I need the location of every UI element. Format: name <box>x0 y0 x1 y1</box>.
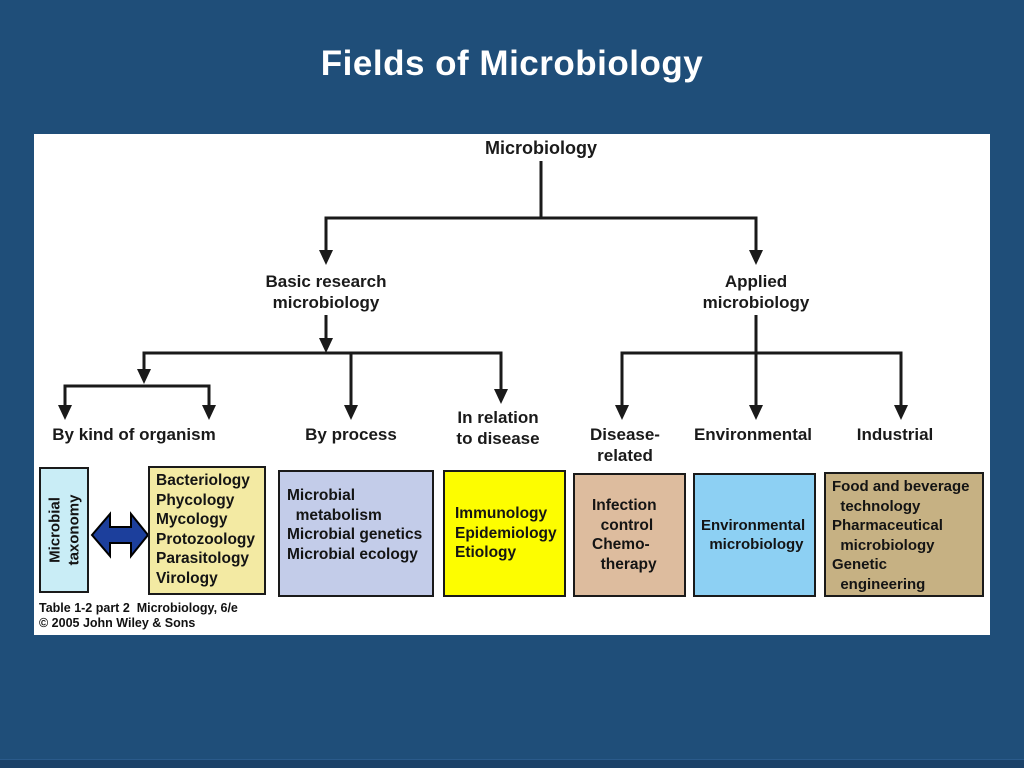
node-environmental: Environmental <box>693 425 813 444</box>
box-disease-fields: Immunology Epidemiology Etiology <box>443 470 566 597</box>
node-microbiology: Microbiology <box>485 138 597 158</box>
node-in-relation-to-disease: In relation to disease <box>456 408 540 448</box>
source-caption: Table 1-2 part 2 Microbiology, 6/e © 200… <box>39 601 238 630</box>
double-arrow-icon <box>90 511 150 559</box>
box-organism-fields: Bacteriology Phycology Mycology Protozoo… <box>148 466 266 595</box>
node-basic-research: Basic research microbiology <box>265 272 387 312</box>
box-disease-fields-text: Immunology Epidemiology Etiology <box>455 505 557 562</box>
node-disease-related: Disease- related <box>590 425 660 465</box>
box-process-fields: Microbial metabolism Microbial genetics … <box>278 470 434 597</box>
node-applied: Applied microbiology <box>702 272 810 312</box>
box-infection-control: Infection control Chemo- therapy <box>573 473 686 597</box>
box-microbial-taxonomy: Microbial taxonomy <box>39 467 89 593</box>
box-industrial-fields: Food and beverage technology Pharmaceuti… <box>824 472 984 597</box>
arrowheads <box>58 250 908 420</box>
tree-connectors <box>58 161 908 559</box>
slide-bottom-edge <box>0 759 1024 768</box>
diagram-panel: Microbiology Basic research microbiology… <box>34 134 990 635</box>
box-environmental-microbiology-text: Environmental microbiology <box>701 516 806 554</box>
box-environmental-microbiology: Environmental microbiology <box>693 473 816 597</box>
page-title: Fields of Microbiology <box>320 44 704 83</box>
node-by-process: By process <box>305 425 397 444</box>
box-microbial-taxonomy-label: Microbial taxonomy <box>46 494 83 566</box>
node-industrial: Industrial <box>856 425 934 444</box>
node-by-kind-of-organism: By kind of organism <box>52 425 216 444</box>
box-infection-control-text: Infection control Chemo- therapy <box>592 497 657 573</box>
